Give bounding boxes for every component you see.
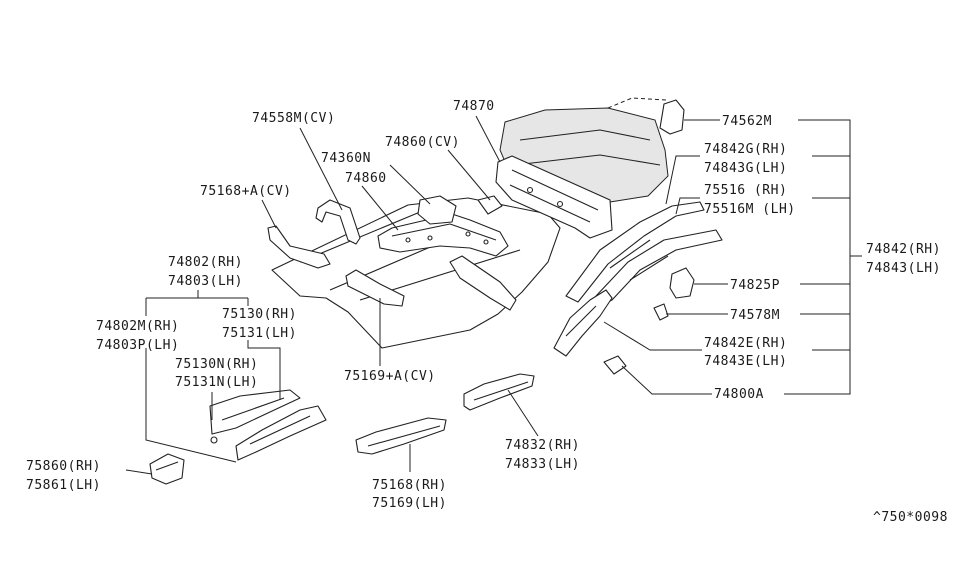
label-75169: 75169(LH): [372, 496, 447, 511]
label-75860: 75860(RH): [26, 459, 101, 474]
label-74860-cv: 74860(CV): [385, 135, 460, 150]
label-75169A: 75169+A(CV): [344, 369, 436, 384]
label-75516: 75516 (RH): [704, 183, 787, 198]
label-75168A: 75168+A(CV): [200, 184, 292, 199]
bracket-75860-drawing: [149, 453, 185, 485]
leader-lines: [125, 115, 862, 475]
label-74558M: 74558M(CV): [252, 111, 335, 126]
label-74843E: 74843E(LH): [704, 354, 787, 369]
bracket-74558M-drawing: [315, 199, 361, 245]
label-75131: 75131(LH): [222, 326, 297, 341]
member-74832-drawing: [463, 373, 535, 411]
bracket-75169A-drawing: [345, 269, 405, 307]
tunnel-members-drawing: [377, 195, 509, 257]
label-74842G: 74842G(RH): [704, 142, 787, 157]
floor-panel-drawing: [271, 197, 561, 349]
label-74833: 74833(LH): [505, 457, 580, 472]
label-74802M: 74802M(RH): [96, 319, 179, 334]
label-74842E: 74842E(RH): [704, 336, 787, 351]
part-labels: 74558M(CV) 74870 74562M 74860(CV) 74360N…: [26, 99, 948, 525]
label-74800A: 74800A: [714, 387, 764, 402]
label-75130N: 75130N(RH): [175, 357, 258, 372]
label-75130: 75130(RH): [222, 307, 297, 322]
label-75168: 75168(RH): [372, 478, 447, 493]
member-75168-drawing: [355, 417, 447, 455]
reference-code: ^750*0098: [873, 510, 948, 525]
label-74825P: 74825P: [730, 278, 780, 293]
label-74802: 74802(RH): [168, 255, 243, 270]
label-75861: 75861(LH): [26, 478, 101, 493]
label-74843G: 74843G(LH): [704, 161, 787, 176]
label-74803: 74803(LH): [168, 274, 243, 289]
label-75131N: 75131N(LH): [175, 375, 258, 390]
tunnel-front-drawing: [449, 255, 517, 311]
label-74360N: 74360N: [321, 151, 371, 166]
cross-member-74870-drawing: [495, 155, 613, 239]
label-74860: 74860: [345, 171, 387, 186]
label-74870: 74870: [453, 99, 495, 114]
label-74803P: 74803P(LH): [96, 338, 179, 353]
label-74842: 74842(RH): [866, 242, 941, 257]
bracket-74562M-drawing: [659, 99, 685, 135]
label-74843: 74843(LH): [866, 261, 941, 276]
small-parts-drawing: [603, 267, 695, 375]
left-floor-members-drawing: [209, 389, 327, 461]
bracket-75168A-drawing: [267, 225, 331, 269]
label-75516M: 75516M (LH): [704, 202, 796, 217]
label-74832: 74832(RH): [505, 438, 580, 453]
label-74562M: 74562M: [722, 114, 772, 129]
rail-74842E-drawing: [553, 289, 613, 357]
label-74578M: 74578M: [730, 308, 780, 323]
